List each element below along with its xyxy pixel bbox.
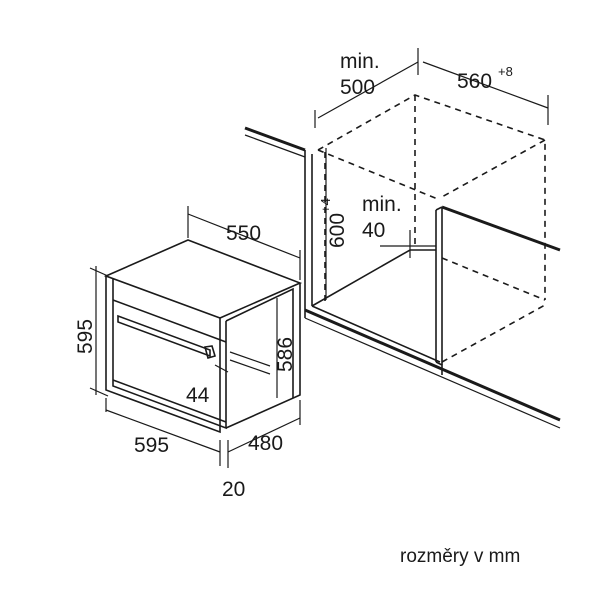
niche-floor-front: [311, 305, 441, 363]
label-600: 600: [326, 213, 349, 248]
oven-handle-end: [203, 345, 216, 359]
oven-side-inner: [225, 287, 294, 398]
oven-front-face: [105, 276, 221, 434]
bottom-shelf-front: [304, 308, 561, 422]
oven-height-ext-bottom: [89, 387, 109, 397]
niche-back-outline: [317, 94, 546, 300]
label-600-tolerance: +4: [318, 198, 333, 213]
handle-dim-line-1: [229, 351, 271, 367]
label-550: 550: [226, 222, 261, 245]
oven-side-face: [225, 283, 301, 429]
width-dim-line: [422, 61, 549, 109]
handle-dim-pointer: [214, 364, 229, 373]
niche-right-panel-foot: [435, 361, 443, 375]
units-note: rozměry v mm: [400, 546, 520, 567]
oven-dimensions: [89, 206, 301, 468]
niche-dashed-top-cross: [439, 139, 546, 199]
niche-dimensions: [314, 48, 549, 300]
oven-width-dim-line: [105, 409, 221, 453]
oven-unit: [103, 239, 303, 434]
label-595-width: 595: [134, 434, 169, 457]
niche-right-panel-top-cap: [435, 206, 443, 211]
oven-front-inner: [112, 279, 227, 430]
niche-dashed-floor-right: [441, 257, 546, 301]
labels: min. 500 560 +8 600 +4 min. 40 550 595 5…: [74, 50, 520, 567]
label-595-height: 595: [74, 319, 97, 354]
depth-dim-line: [317, 61, 419, 119]
label-560-tolerance: +8: [498, 64, 513, 79]
label-560: 560: [457, 70, 492, 93]
label-44: 44: [186, 384, 210, 407]
oven-height-ext-top: [89, 267, 109, 277]
label-20: 20: [222, 478, 245, 501]
top-board-left-edge: [244, 134, 306, 158]
label-min-40-line2: 40: [362, 219, 385, 242]
oven-depth-dim-line: [227, 417, 301, 453]
handle-dim-line-2: [229, 359, 271, 375]
niche-floor-back: [311, 249, 436, 307]
oven-top-depth-dim-line: [187, 213, 301, 259]
oven-bottom-strip: [112, 379, 227, 423]
oven-top-face: [103, 239, 303, 319]
bottom-shelf-edge: [304, 317, 561, 429]
oven-handle: [117, 314, 211, 358]
label-min-40-line1: min.: [362, 193, 402, 216]
cabinet-niche: [244, 94, 561, 429]
label-480: 480: [248, 432, 283, 455]
label-min-500-line2: 500: [340, 76, 375, 99]
label-min-500-line1: min.: [340, 50, 380, 73]
niche-right-panel-top: [441, 205, 561, 252]
oven-control-strip: [112, 299, 227, 343]
top-board-left: [244, 126, 306, 152]
niche-dashed-floor-front: [441, 304, 546, 363]
label-586: 586: [274, 337, 297, 372]
